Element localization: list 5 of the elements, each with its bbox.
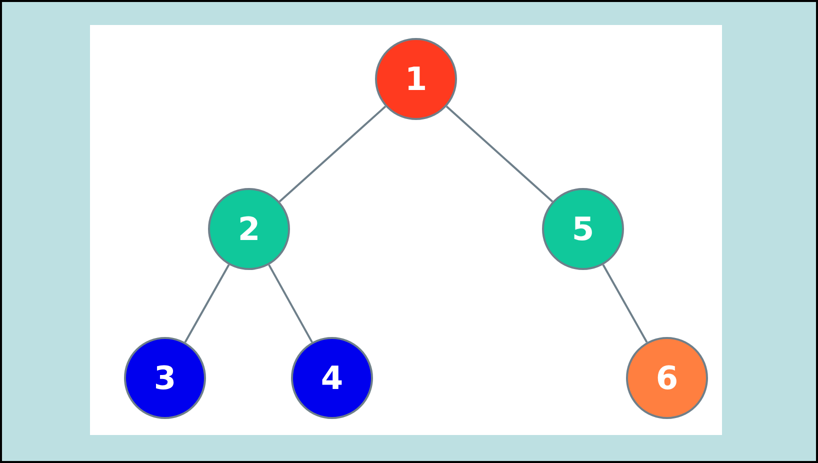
connector-line xyxy=(184,264,230,343)
connector-line xyxy=(602,264,648,343)
connector-line xyxy=(446,106,554,202)
connector-line xyxy=(268,264,313,343)
connector-line xyxy=(278,106,386,202)
